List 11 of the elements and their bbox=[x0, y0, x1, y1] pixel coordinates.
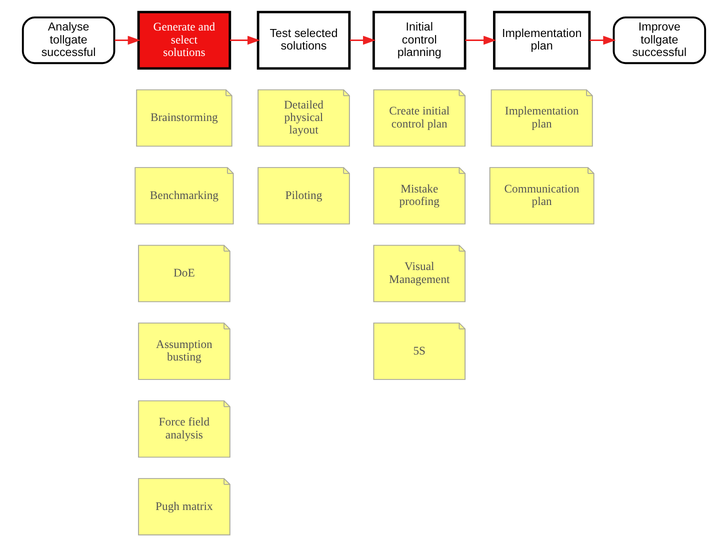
arrow bbox=[114, 36, 140, 45]
node-box: Improve tollgate successful bbox=[612, 16, 706, 64]
arrow bbox=[229, 36, 260, 45]
node-box: Initial control planning bbox=[372, 10, 466, 70]
node-box: Analyse tollgate successful bbox=[21, 16, 115, 64]
arrow bbox=[349, 36, 376, 45]
arrow bbox=[589, 36, 616, 45]
node-box: Test selected solutions bbox=[256, 10, 350, 70]
arrow bbox=[464, 36, 496, 45]
node-box: Generate and select solutions bbox=[136, 10, 231, 70]
node-box: Implementation plan bbox=[492, 10, 590, 70]
